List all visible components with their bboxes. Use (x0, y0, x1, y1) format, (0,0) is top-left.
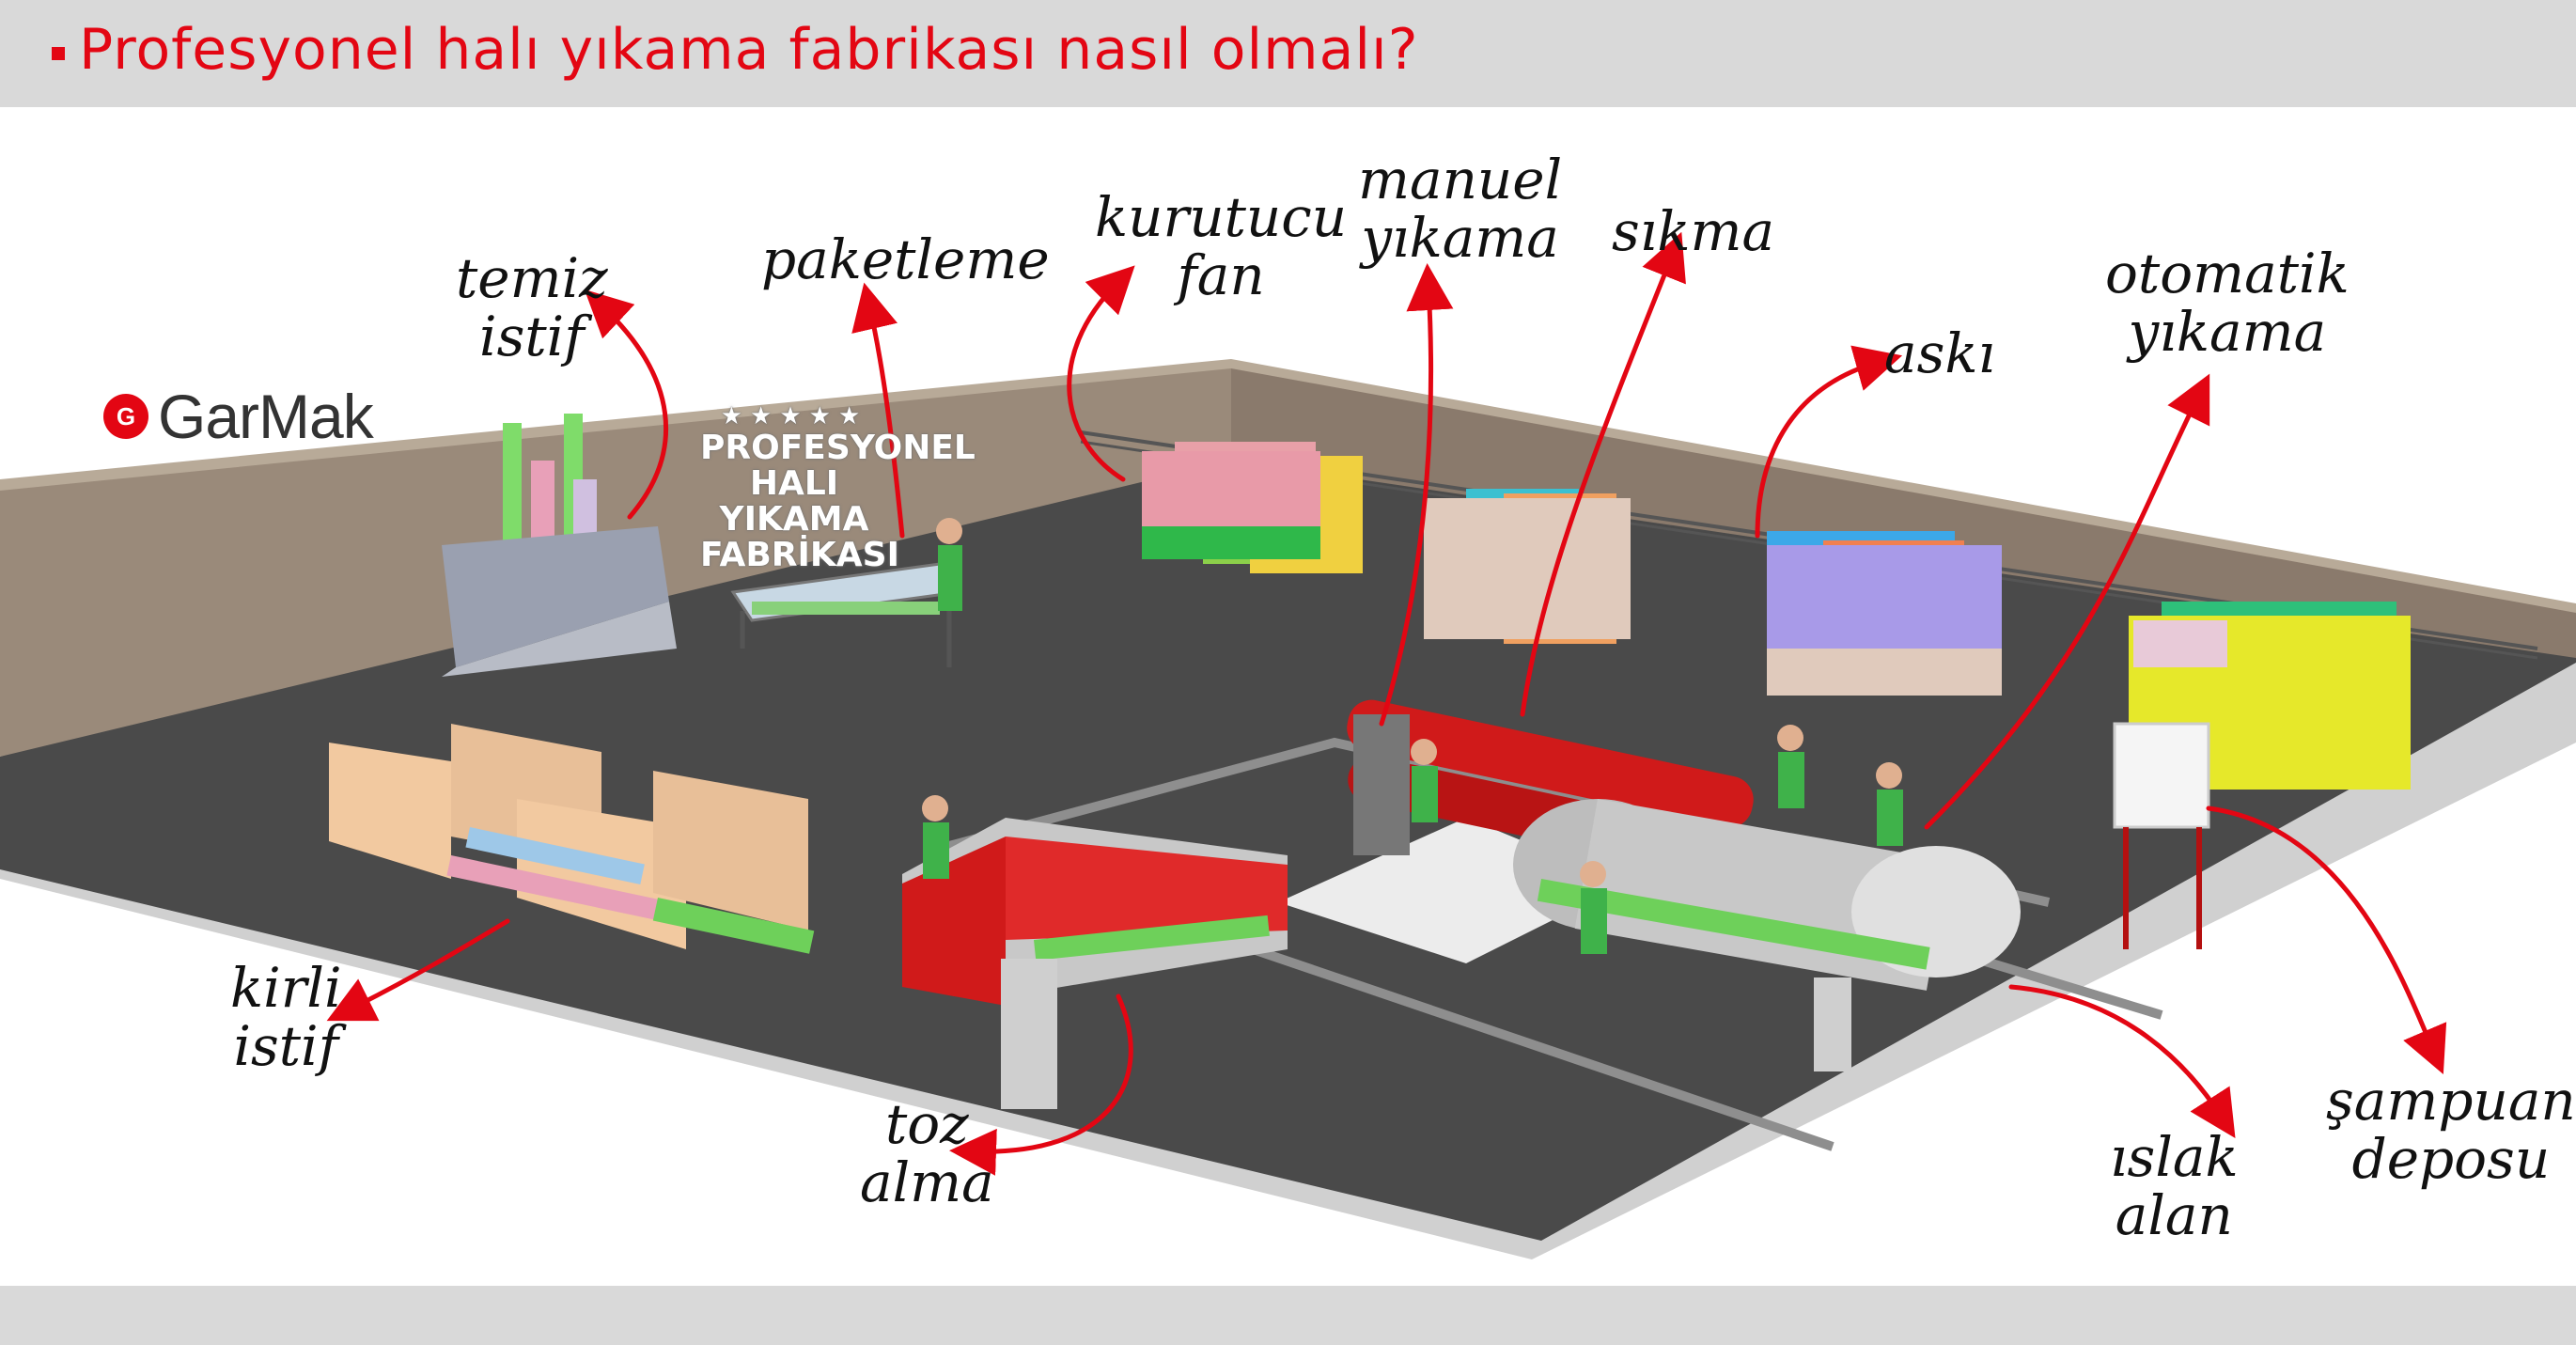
label-sampuan-deposu: şampuan deposu (2326, 1069, 2576, 1191)
factory-illustration (0, 231, 2576, 1259)
garmak-logo: G GarMak (103, 381, 374, 452)
wall-sign-line-2: HALI YIKAMA (719, 464, 869, 539)
arrow-aski (1755, 345, 1903, 539)
label-islak-alan: ıslak alan (2110, 1125, 2239, 1247)
hanging-carpets (1080, 430, 2538, 790)
arrow-toz-alma (949, 993, 1133, 1176)
shampoo-tank (2113, 722, 2210, 949)
page-title: Profesyonel halı yıkama fabrikası nasıl … (79, 17, 1419, 83)
arrow-otomatik-yikama (1924, 373, 2210, 830)
label-sikma: sıkma (1612, 199, 1775, 263)
automatic-washing-machine (1513, 725, 2021, 1071)
title-bullet (52, 47, 65, 60)
wall-sign-line-3: FABRİKASI (700, 536, 899, 574)
dust-removal-machine (902, 795, 1288, 1109)
label-manuel-yikama: manuel yıkama (1358, 148, 1563, 270)
arrow-paketleme (851, 282, 905, 539)
arrow-manuel-yikama (1379, 263, 1454, 727)
label-paketleme: paketleme (761, 227, 1050, 291)
title-bar: Profesyonel halı yıkama fabrikası nasıl … (0, 0, 2576, 107)
label-temiz-istif: temiz istif (456, 246, 608, 368)
wall-sign-stars: ★★★★★ (720, 402, 868, 430)
arrow-kurutucu-fan (1067, 265, 1135, 482)
dirty-storage-crates (329, 724, 815, 954)
arrow-sikma (1520, 231, 1686, 717)
packing-table (730, 518, 962, 667)
logo-mark: G (103, 394, 148, 439)
arrow-islak-alan (2008, 984, 2236, 1139)
label-otomatik-yikama: otomatik yıkama (2105, 242, 2350, 364)
annotation-arrows (326, 231, 2447, 1176)
arrow-sampuan-deposu (2206, 805, 2447, 1074)
logo-text: GarMak (158, 382, 374, 451)
label-kirli-istif: kirli istif (230, 956, 342, 1078)
label-toz-alma: toz alma (860, 1092, 994, 1214)
arrow-kirli-istif (326, 918, 510, 1022)
wall-sign: ★★★★★ PROFESYONEL HALI YIKAMA FABRİKASI (700, 402, 976, 574)
back-wall-right (1231, 367, 2576, 658)
arrow-temiz-istif (584, 289, 669, 520)
label-kurutucu-fan: kurutucu fan (1095, 185, 1348, 307)
bottom-bar (0, 1286, 2576, 1345)
wall-sign-line-1: PROFESYONEL (700, 429, 976, 467)
clean-storage-rack (442, 414, 677, 677)
label-aski: askı (1884, 321, 1996, 385)
